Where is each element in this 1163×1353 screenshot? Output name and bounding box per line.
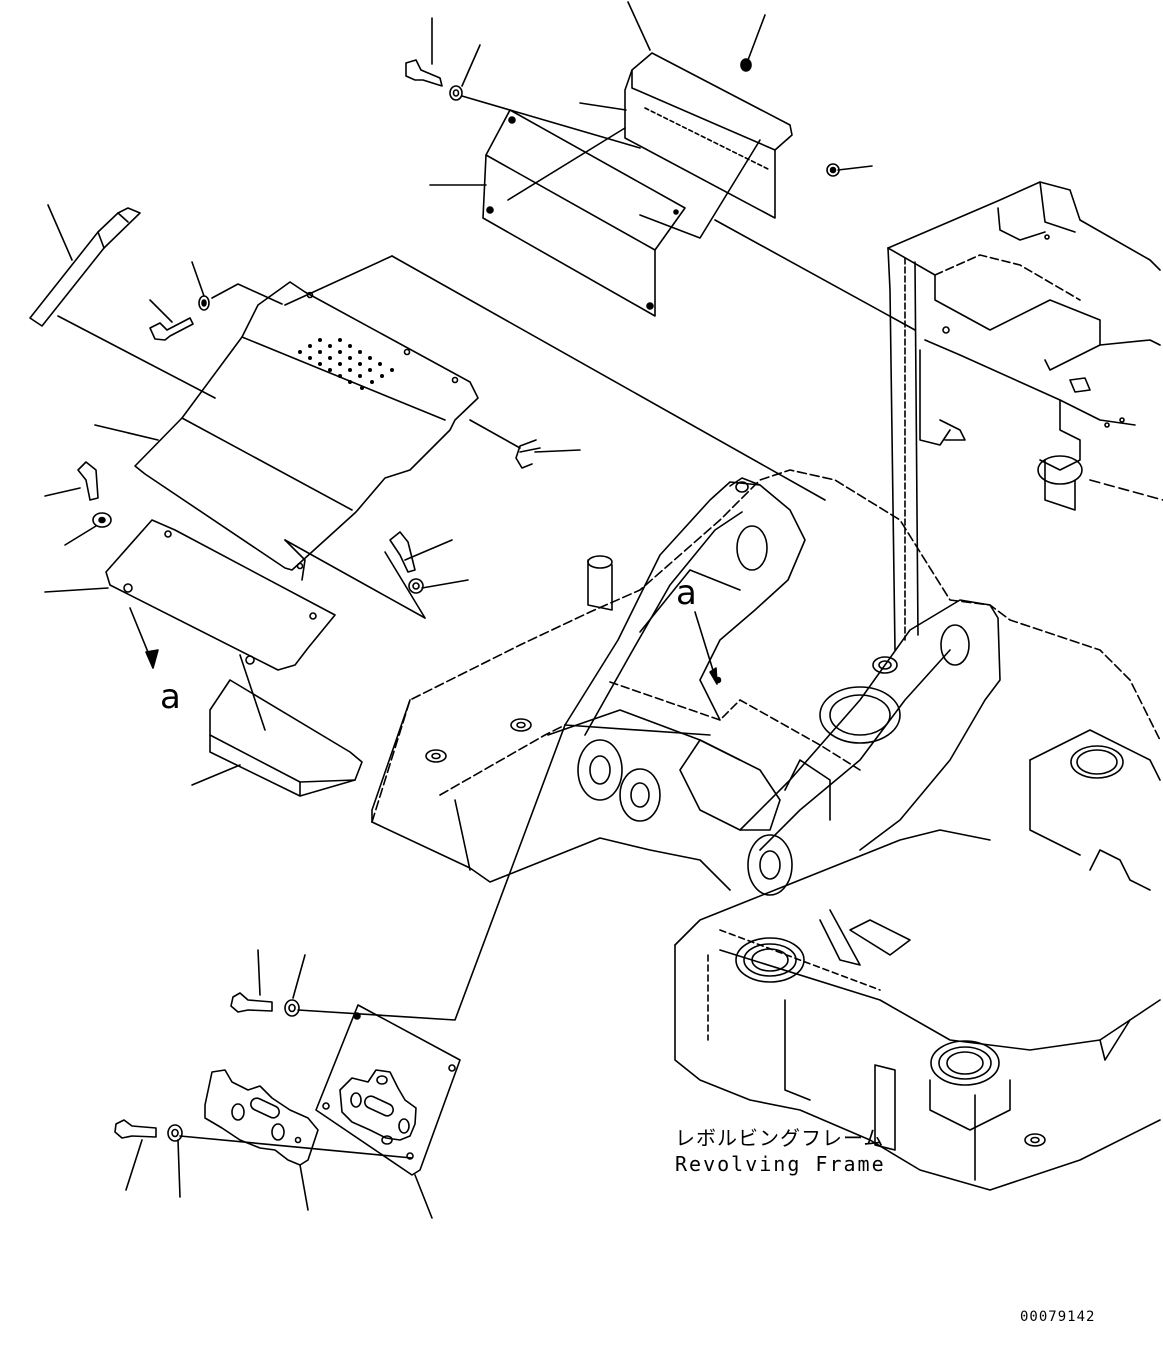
view-ref-a-left: a — [160, 677, 181, 717]
view-ref-a-frame: a — [676, 573, 697, 613]
rear-housing — [887, 181, 1163, 651]
drawing-number: 00079142 — [1020, 1309, 1096, 1325]
caption-japanese: レボルビングフレーム — [675, 1126, 885, 1150]
top-cover-assembly — [405, 1, 916, 331]
underside-plates — [114, 611, 722, 1219]
caption-english: Revolving Frame — [675, 1152, 886, 1176]
revolving-frame — [371, 469, 1161, 1191]
left-cover-assembly — [29, 204, 826, 797]
perforation-holes — [298, 338, 394, 390]
